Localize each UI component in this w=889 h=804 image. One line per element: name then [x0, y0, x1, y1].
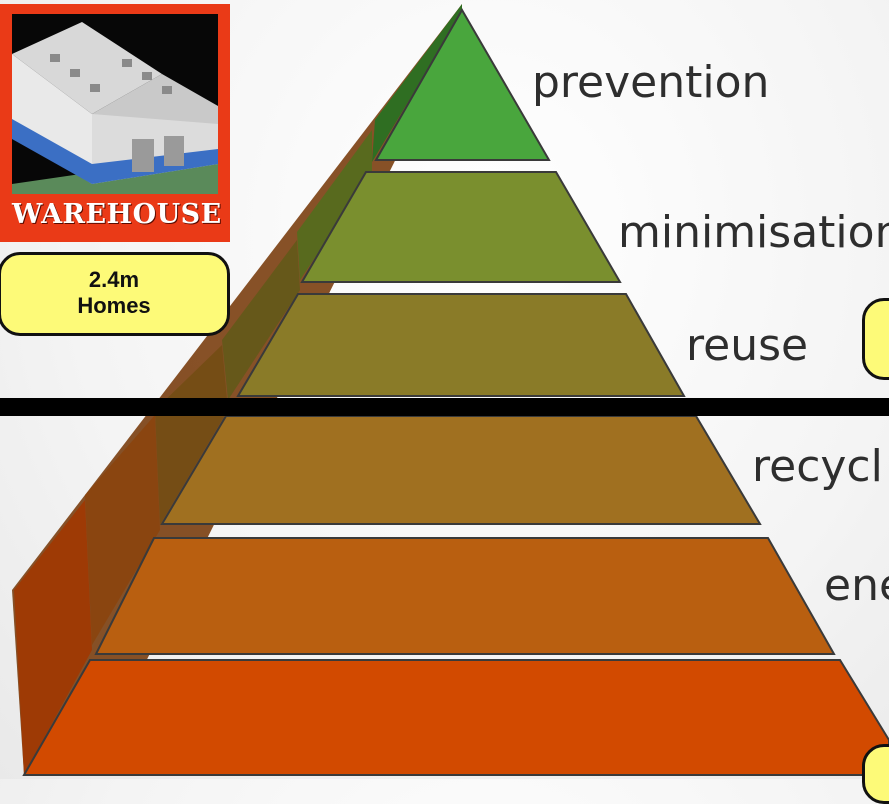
pyramid-side-reuse: [222, 240, 300, 400]
pyramid-level-reuse: [236, 293, 686, 397]
waste-hierarchy-pyramid: prevention minimisation reuse recycl ene: [12, 4, 889, 776]
pyramid-side-minimisation: [297, 130, 372, 280]
pyramid-side-prevention: [372, 4, 462, 162]
label-energy: ene: [824, 560, 889, 611]
label-recycle: recycl: [752, 441, 883, 492]
warehouse-photo: [12, 14, 218, 194]
pyramid-level-disposal: [22, 659, 889, 776]
warehouse-label: WAREHOUSE: [12, 199, 222, 230]
homes-callout: 2.4m Homes: [0, 252, 230, 336]
callout-right-top: [862, 298, 889, 380]
homes-stat-unit: Homes: [77, 293, 151, 318]
pyramid-side-energy: [85, 415, 160, 645]
callout-right-bottom: [862, 744, 889, 804]
pyramid-side-recycle: [155, 345, 228, 525]
warehouse-badge: WAREHOUSE: [0, 4, 230, 242]
label-reuse: reuse: [686, 320, 808, 371]
warehouse-building-icon: [12, 22, 218, 194]
pyramid-level-energy: [94, 537, 836, 655]
divider-line: [0, 398, 889, 416]
pyramid-level-recycle: [160, 415, 762, 525]
pyramid-level-minimisation: [300, 171, 622, 283]
pyramid-level-prevention: [374, 7, 551, 161]
homes-stat-value: 2.4m: [88, 267, 140, 292]
label-minimisation: minimisation: [618, 207, 889, 258]
label-prevention: prevention: [532, 57, 769, 108]
pyramid-side-base: [14, 500, 92, 775]
